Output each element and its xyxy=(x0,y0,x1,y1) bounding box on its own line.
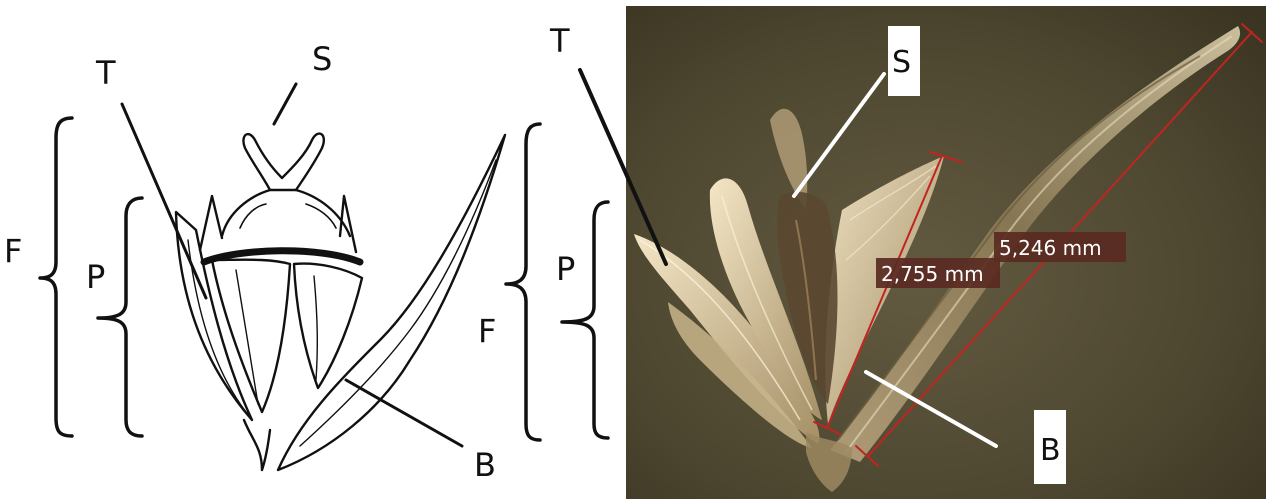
drawing-bracket-p xyxy=(98,198,142,436)
photo-label-b: B xyxy=(1040,433,1061,468)
drawing-ovary xyxy=(222,190,350,236)
photo-bracket-f xyxy=(506,124,540,440)
photo-label-p: P xyxy=(556,250,575,288)
drawing-tepal-left xyxy=(176,212,252,420)
measure-label-inner: 2,755 mm xyxy=(876,258,1000,288)
svg-text:5,246 mm: 5,246 mm xyxy=(999,236,1102,260)
drawing-label-s: S xyxy=(312,40,332,78)
drawing-stigma xyxy=(243,134,323,190)
drawing-label-t: T xyxy=(95,54,116,92)
drawing-leader-b xyxy=(346,380,462,446)
drawing-bracket-f xyxy=(40,118,72,436)
drawing-label-p: P xyxy=(86,258,105,296)
photo-label-f: F xyxy=(478,312,496,350)
drawing-bract xyxy=(278,135,505,470)
drawing-tepal-center xyxy=(212,260,290,412)
svg-text:2,755 mm: 2,755 mm xyxy=(881,262,984,286)
measure-label-outer: 5,246 mm xyxy=(994,232,1126,262)
photo xyxy=(626,6,1266,499)
photo-bracket-p xyxy=(562,202,608,438)
drawing-leader-s xyxy=(274,84,296,124)
photo-label-b-box: B xyxy=(1034,410,1066,484)
drawing-label-f: F xyxy=(4,232,22,270)
photo-label-s: S xyxy=(892,45,911,80)
drawing-label-b: B xyxy=(474,446,496,484)
photo-label-s-box: S xyxy=(888,26,920,96)
photo-label-t: T xyxy=(549,22,570,60)
flower-drawing xyxy=(176,134,505,470)
